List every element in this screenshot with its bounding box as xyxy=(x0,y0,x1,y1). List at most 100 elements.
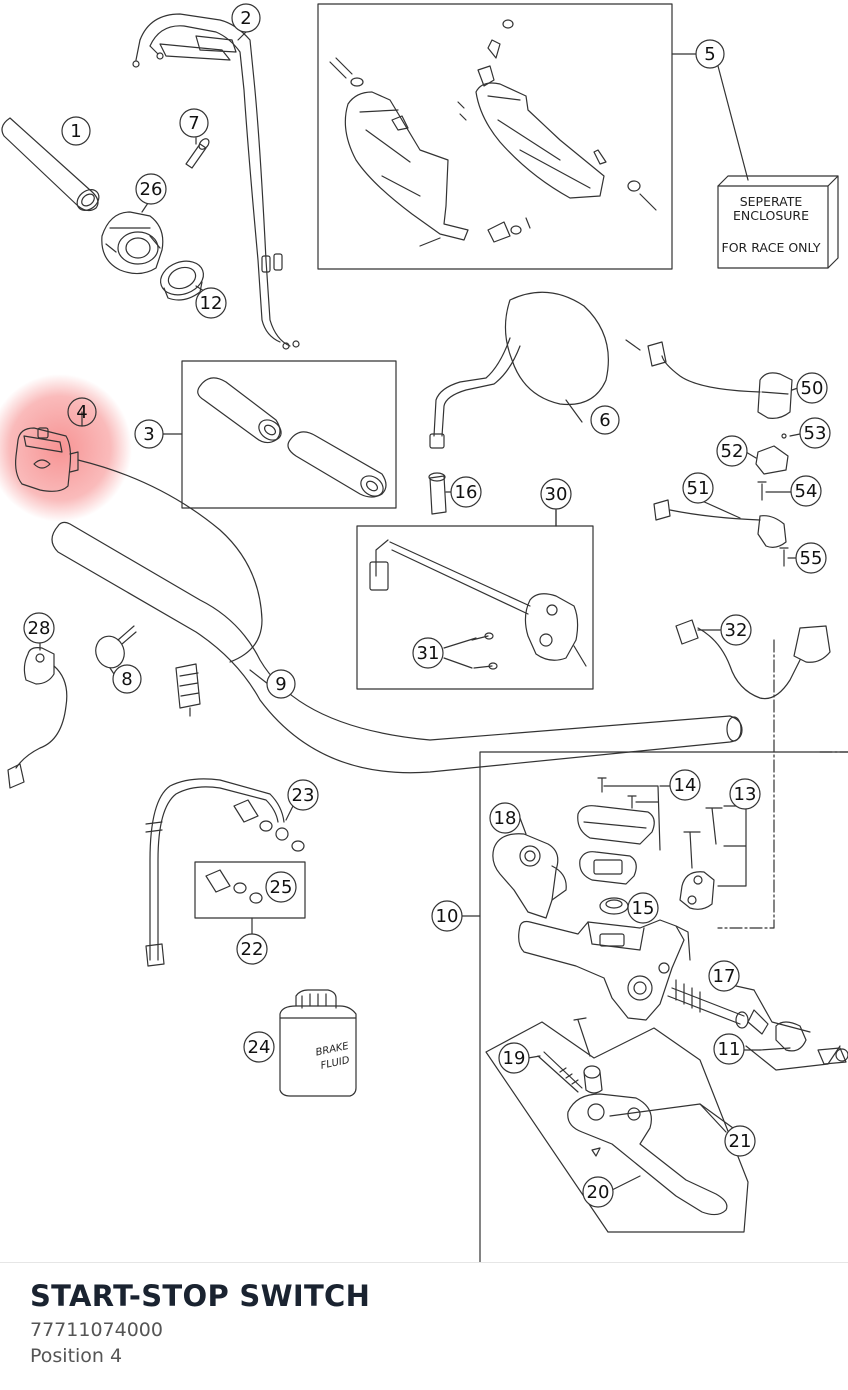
callout-16[interactable]: 16 xyxy=(450,476,482,508)
part-position: Position 4 xyxy=(30,1345,123,1367)
part-50-switch[interactable] xyxy=(625,339,793,419)
svg-text:3: 3 xyxy=(143,424,154,445)
svg-text:22: 22 xyxy=(241,939,264,960)
svg-text:25: 25 xyxy=(270,877,293,898)
svg-text:20: 20 xyxy=(587,1182,610,1203)
part-26-throttle-housing[interactable] xyxy=(101,211,164,275)
callout-13[interactable]: 13 xyxy=(729,778,761,810)
part-4-start-stop-switch[interactable] xyxy=(15,427,263,663)
part-5-handguards[interactable] xyxy=(329,19,657,247)
part-3-grips[interactable] xyxy=(197,377,387,500)
callout-32[interactable]: 32 xyxy=(720,614,752,646)
svg-text:21: 21 xyxy=(729,1131,752,1152)
callout-17[interactable]: 17 xyxy=(708,960,740,992)
callout-1[interactable]: 1 xyxy=(61,116,91,146)
svg-text:9: 9 xyxy=(275,674,286,695)
part-title: START-STOP SWITCH xyxy=(30,1279,371,1313)
part-7-screw[interactable] xyxy=(185,137,211,169)
callout-54[interactable]: 54 xyxy=(790,475,822,507)
callout-18[interactable]: 18 xyxy=(489,802,521,834)
callout-6[interactable]: 6 xyxy=(590,405,620,435)
part-16-adapter[interactable] xyxy=(428,472,447,515)
callout-25[interactable]: 25 xyxy=(265,871,297,903)
enclosure-line-1: SEPERATE xyxy=(740,194,803,209)
callout-26[interactable]: 26 xyxy=(135,173,167,205)
part-25-banjo-bolt[interactable] xyxy=(205,869,263,904)
part-32-cable[interactable] xyxy=(675,619,831,700)
callout-21[interactable]: 21 xyxy=(724,1125,756,1157)
part-52-cover[interactable] xyxy=(755,445,789,475)
part-11-group[interactable] xyxy=(745,1045,848,1071)
callout-28[interactable]: 28 xyxy=(23,612,55,644)
callout-15[interactable]: 15 xyxy=(627,892,659,924)
callout-3[interactable]: 3 xyxy=(134,419,164,449)
svg-text:52: 52 xyxy=(721,441,744,462)
highlight-part-4[interactable] xyxy=(0,374,132,522)
callout-20[interactable]: 20 xyxy=(582,1176,614,1208)
part-18-cap[interactable] xyxy=(492,833,567,919)
callout-14[interactable]: 14 xyxy=(669,769,701,801)
part-19-pin[interactable] xyxy=(537,1051,583,1093)
enclosure-line-2: ENCLOSURE xyxy=(733,208,809,223)
part-5-leader xyxy=(671,53,749,181)
callout-10[interactable]: 10 xyxy=(431,900,463,932)
part-6-mirror[interactable] xyxy=(429,291,609,449)
part-3-group-box xyxy=(181,360,397,509)
svg-text:13: 13 xyxy=(734,784,757,805)
callout-23[interactable]: 23 xyxy=(287,779,319,811)
callout-51[interactable]: 51 xyxy=(682,472,714,504)
dash-leader-13-32 xyxy=(717,639,775,929)
handlebar-connector[interactable] xyxy=(175,663,201,717)
callout-8[interactable]: 8 xyxy=(112,664,142,694)
callout-53[interactable]: 53 xyxy=(799,417,831,449)
svg-text:26: 26 xyxy=(140,179,163,200)
part-14-reservoir-cover[interactable] xyxy=(577,777,661,851)
callout-12[interactable]: 12 xyxy=(195,287,227,319)
part-info-panel: START-STOP SWITCH 77711074000 Position 4 xyxy=(0,1262,848,1390)
svg-text:5: 5 xyxy=(704,44,715,65)
callout-52[interactable]: 52 xyxy=(716,435,748,467)
callout-30[interactable]: 30 xyxy=(540,478,572,510)
part-24-brake-fluid[interactable] xyxy=(279,989,357,1097)
part-2-throttle-cables[interactable] xyxy=(132,13,300,350)
callout-11[interactable]: 11 xyxy=(713,1033,745,1065)
callout-7[interactable]: 7 xyxy=(179,108,209,138)
master-cylinder-body[interactable] xyxy=(518,919,691,1021)
callout-55[interactable]: 55 xyxy=(795,542,827,574)
part-55-screw[interactable] xyxy=(779,547,789,567)
part-21-group-box xyxy=(485,1021,749,1233)
part-23-brake-hose[interactable] xyxy=(145,778,305,967)
part-17-piston[interactable] xyxy=(667,979,811,1052)
part-54-screw[interactable] xyxy=(757,481,767,501)
callout-19[interactable]: 19 xyxy=(498,1042,530,1074)
callout-5[interactable]: 5 xyxy=(695,39,725,69)
svg-text:11: 11 xyxy=(718,1039,741,1060)
part-14-gasket[interactable] xyxy=(579,851,637,885)
svg-text:14: 14 xyxy=(674,775,697,796)
callout-leaders xyxy=(39,31,801,1191)
svg-text:30: 30 xyxy=(545,484,568,505)
part-30-clutch-cable[interactable] xyxy=(369,539,587,670)
callout-4[interactable]: 4 xyxy=(67,397,97,427)
callout-2[interactable]: 2 xyxy=(231,3,261,33)
part-53-screw[interactable] xyxy=(781,433,787,439)
svg-text:6: 6 xyxy=(599,410,610,431)
callout-9[interactable]: 9 xyxy=(266,669,296,699)
svg-text:53: 53 xyxy=(804,423,827,444)
callout-50[interactable]: 50 xyxy=(796,372,828,404)
part-28-switch[interactable] xyxy=(7,647,68,789)
part-12-clamp-ring[interactable] xyxy=(156,255,208,301)
callout-24[interactable]: 24 xyxy=(243,1031,275,1063)
svg-text:10: 10 xyxy=(436,906,459,927)
part-8-cable-tie[interactable] xyxy=(91,625,137,672)
svg-text:15: 15 xyxy=(632,898,655,919)
part-10-group-box xyxy=(479,751,848,1262)
part-1-throttle-grip[interactable] xyxy=(1,117,103,215)
part-21-pivot[interactable] xyxy=(573,1017,603,1094)
part-9-handlebar[interactable] xyxy=(51,521,743,774)
callout-31[interactable]: 31 xyxy=(412,637,444,669)
part-13-clamp[interactable] xyxy=(679,805,747,910)
part-51-switch[interactable] xyxy=(653,499,787,548)
part-15-float[interactable] xyxy=(599,897,629,915)
callout-22[interactable]: 22 xyxy=(236,933,268,965)
